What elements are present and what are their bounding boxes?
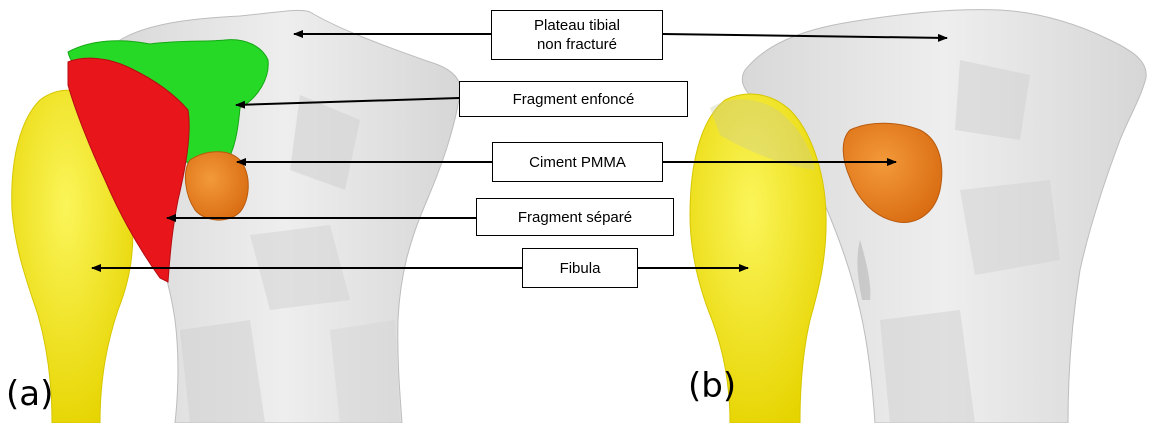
label-fragment-separe: Fragment séparé — [476, 198, 674, 236]
label-ciment-pmma: Ciment PMMA — [492, 142, 663, 182]
label-plateau-tibial: Plateau tibial non fracturé — [491, 10, 663, 60]
label-fibula: Fibula — [522, 248, 638, 288]
panel-label-b: (b) — [688, 366, 736, 406]
label-fragment-enfonce: Fragment enfoncé — [459, 81, 688, 117]
panel-b-model — [690, 10, 1146, 423]
panel-label-a: (a) — [6, 374, 53, 414]
panel-a-model — [12, 10, 460, 423]
